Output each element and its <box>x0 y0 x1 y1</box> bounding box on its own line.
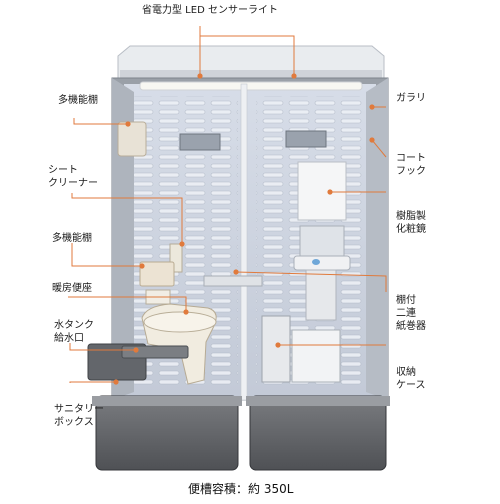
leader-sanitary <box>69 381 116 383</box>
label-multi-shelf-top: 多機能棚 <box>58 95 98 106</box>
marker-water-tank <box>133 347 139 353</box>
label-storage-case: 収納 ケース <box>396 367 426 391</box>
marker-railing <box>369 104 375 110</box>
marker-heated-seat <box>183 309 189 315</box>
label-water-tank: 水タンク 給水口 <box>54 320 94 344</box>
marker-seat-cleaner <box>179 241 185 247</box>
label-railing: ガラリ <box>396 93 426 104</box>
vent-left <box>179 133 221 151</box>
multi-shelf-mid <box>139 261 175 287</box>
leader-lines <box>68 26 387 383</box>
leader-shelf-top <box>73 118 128 125</box>
multi-shelf-top <box>117 121 147 157</box>
faucet-light <box>312 259 320 265</box>
base-right <box>249 395 387 471</box>
marker-shelf-mid <box>139 263 145 269</box>
base-right-lip <box>246 396 390 406</box>
left-side-wall <box>112 78 134 400</box>
marker-shelf-top <box>125 121 131 127</box>
label-led-sensor-light: 省電力型 LED センサーライト <box>142 5 278 16</box>
marker-led-1 <box>197 73 203 79</box>
double-paper-holder <box>203 275 263 287</box>
leader-coat <box>371 139 387 158</box>
marker-led-2 <box>291 73 297 79</box>
marker-coat <box>369 137 375 143</box>
label-resin-mirror: 樹脂製 化粧鏡 <box>396 211 426 235</box>
leader-paper <box>235 271 387 292</box>
leader-led-2 <box>200 35 295 76</box>
right-side-wall <box>366 78 388 400</box>
label-heated-seat: 暖房便座 <box>52 283 92 294</box>
sink-pipe <box>305 269 337 321</box>
sink-basin <box>293 255 351 271</box>
label-seat-cleaner: シート クリーナー <box>48 165 98 189</box>
markers <box>113 73 375 385</box>
center-divider <box>240 83 248 401</box>
mirror <box>297 161 347 221</box>
roof-band <box>120 70 382 80</box>
leader-seat-cleaner <box>71 193 183 244</box>
tank-capacity-caption: 便槽容積：約 350L <box>188 482 294 496</box>
storage-case <box>261 315 291 383</box>
base-left <box>95 395 239 471</box>
base-left-lip <box>92 396 242 406</box>
leader-heated-seat <box>68 296 187 312</box>
marker-mirror <box>327 189 333 195</box>
led-light <box>139 81 363 91</box>
label-coat-hook: コート フック <box>396 153 426 177</box>
marker-sanitary <box>113 379 119 385</box>
leader-water-tank <box>69 343 136 351</box>
marker-paper <box>233 269 239 275</box>
storage-case-side <box>291 329 341 383</box>
label-multi-shelf-mid: 多機能棚 <box>52 233 92 244</box>
label-double-paper-holder: 棚付 二連 紙巻器 <box>396 295 426 332</box>
label-sanitary-box: サニタリー ボックス <box>54 404 104 428</box>
toilet-seat <box>143 311 217 333</box>
vent-right <box>285 130 327 148</box>
leader-shelf-mid <box>71 243 142 267</box>
marker-storage <box>275 342 281 348</box>
tank-lid <box>121 345 189 359</box>
